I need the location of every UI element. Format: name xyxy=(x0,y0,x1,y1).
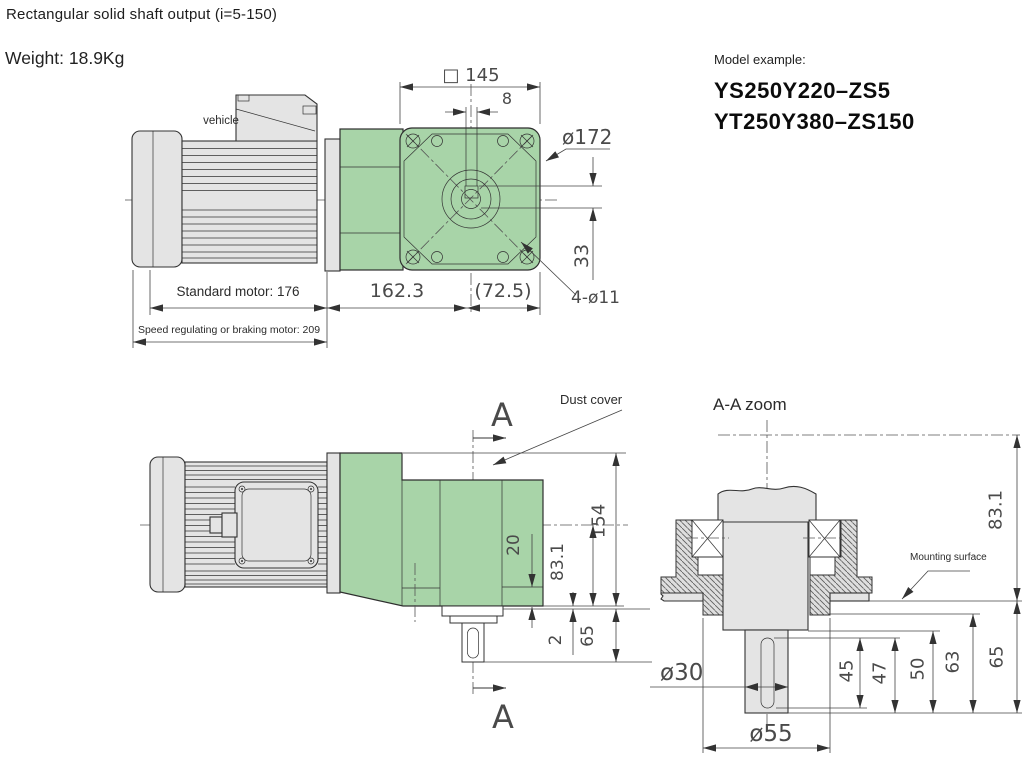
dim-shaft-dia-30: ø30 xyxy=(660,660,703,686)
output-shaft-side xyxy=(461,622,485,663)
page-title: Rectangular solid shaft output (i=5-150) xyxy=(6,6,278,23)
bearing-right xyxy=(808,519,841,558)
dim-output-length: (72.5) xyxy=(474,280,531,302)
motor-fins xyxy=(182,148,317,259)
output-shaft-section xyxy=(744,629,789,714)
dust-cover-label: Dust cover xyxy=(560,392,623,407)
model-number-1: YS250Y220–ZS5 xyxy=(714,78,891,103)
terminal-box-top xyxy=(235,94,318,142)
top-view-dimensions: □ 145 8 ø172 33 4-ø11 Standard motor: 17… xyxy=(132,65,620,348)
dim-step-2: 2 xyxy=(546,635,566,646)
dim-square-145: □ 145 xyxy=(442,65,499,86)
dim-section-45: 45 xyxy=(837,660,858,683)
mounting-plate-left xyxy=(660,592,704,602)
bearing-spacer-left xyxy=(697,556,724,576)
gearbox-connector xyxy=(339,128,404,271)
top-view-drawing: vehicle □ 145 xyxy=(125,65,620,348)
dim-speed-motor: Speed regulating or braking motor: 209 xyxy=(138,324,320,336)
section-mark-a-top: A xyxy=(491,396,513,434)
housing-section-right xyxy=(809,519,873,616)
dim-section-47: 47 xyxy=(870,662,891,685)
motor-flange xyxy=(324,138,341,272)
vehicle-label: vehicle xyxy=(203,115,239,127)
dim-section-65: 65 xyxy=(987,646,1008,669)
gearbox-body-side xyxy=(339,452,544,607)
dim-offset-33: 33 xyxy=(571,244,593,268)
dim-section-50: 50 xyxy=(908,658,929,681)
bearing-spacer-right xyxy=(809,556,836,576)
shaft-section-top xyxy=(717,485,817,523)
dim-gearbox-length: 162.3 xyxy=(370,280,424,302)
shaft-keyway-section xyxy=(760,637,775,709)
terminal-box-screws xyxy=(238,485,315,565)
mounting-holes xyxy=(405,133,535,265)
dim-flange-dia-172: ø172 xyxy=(562,125,612,149)
dim-step-20: 20 xyxy=(504,534,524,556)
motor-body xyxy=(181,140,318,264)
motor-rear-cap-side xyxy=(149,456,186,593)
side-view-drawing: A A Dust cover 154 83.1 20 2 65 xyxy=(140,392,652,736)
model-example-heading: Model example: xyxy=(714,52,806,67)
dim-key-width-8: 8 xyxy=(502,89,512,108)
side-view-dimensions: 154 83.1 20 2 65 xyxy=(403,452,652,663)
shaft-section-mid xyxy=(722,519,809,631)
dim-section-center-height: 83.1 xyxy=(986,490,1007,530)
shaft-keyway-side xyxy=(467,627,479,659)
dim-shaft-65: 65 xyxy=(578,625,598,647)
weight-label: Weight: 18.9Kg xyxy=(5,48,125,68)
motor-fins-side xyxy=(185,465,327,585)
bearing-left xyxy=(691,519,724,558)
section-mark-a-bottom: A xyxy=(492,698,514,736)
section-aa-drawing: A-A zoom Mounting surface xyxy=(650,395,1022,753)
section-dimensions: 83.1 65 63 50 47 45 ø30 ø55 xyxy=(650,435,1022,753)
dim-center-height-831: 83.1 xyxy=(548,543,568,581)
model-number-2: YT250Y380–ZS150 xyxy=(714,109,915,134)
dim-holes-4xd11: 4-ø11 xyxy=(571,288,620,308)
dim-boss-dia-55: ø55 xyxy=(749,721,792,747)
motor-flange-side xyxy=(326,452,341,594)
mounting-surface-label: Mounting surface xyxy=(910,552,987,563)
section-title: A-A zoom xyxy=(713,395,787,414)
terminal-box-side xyxy=(234,481,319,569)
mounting-plate-right xyxy=(829,592,870,602)
model-example-block: Model example: YS250Y220–ZS5 YT250Y380–Z… xyxy=(714,52,915,137)
dim-section-63: 63 xyxy=(943,651,964,674)
output-bore xyxy=(441,169,501,229)
cable-gland xyxy=(209,516,223,534)
output-flange-step1 xyxy=(441,605,504,617)
dim-total-height-154: 154 xyxy=(589,504,610,538)
gearbox-face-chamfer-outline xyxy=(403,133,537,265)
dim-standard-motor: Standard motor: 176 xyxy=(176,284,299,299)
output-flange-step2 xyxy=(449,615,498,624)
motor-rear-cap xyxy=(131,130,183,268)
